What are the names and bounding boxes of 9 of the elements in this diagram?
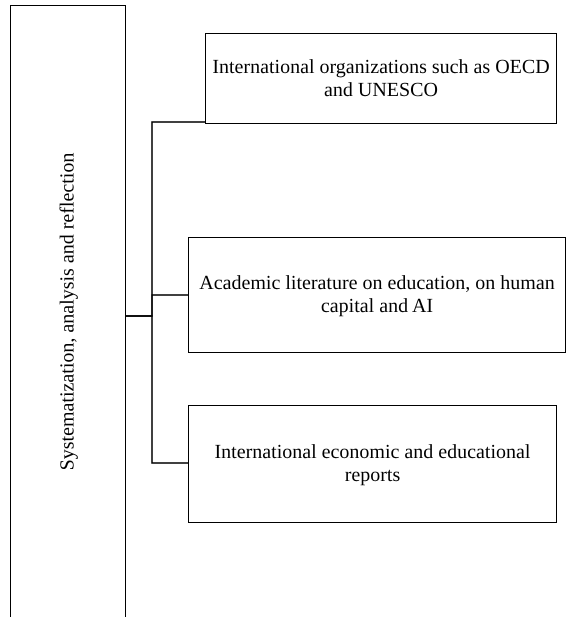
box-label: Academic literature on education, on human capital and AI [198,272,556,318]
text-box [205,33,557,124]
box-label: Systematization, analysis and reflection [56,152,80,470]
connector-line [126,315,188,464]
box-label: International economic and educational reports [214,441,532,487]
text-box [188,237,566,353]
box-label: International organizations such as OECD and UNESCO [211,56,551,102]
text-box [10,5,126,617]
text-box [188,405,557,523]
